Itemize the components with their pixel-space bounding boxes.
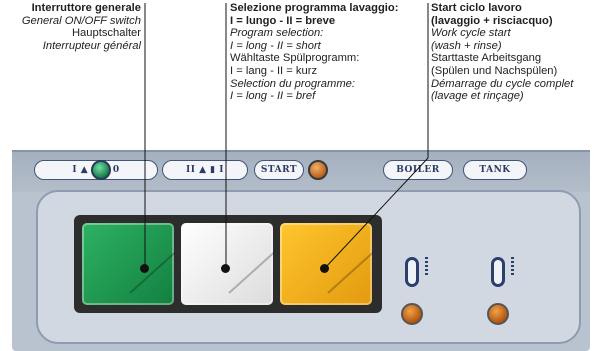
main-switch-de: Hauptschalter	[71, 27, 141, 40]
start-cycle-label: Start ciclo lavoro (lavaggio + risciacqu…	[431, 2, 598, 103]
start-title: Start ciclo lavoro	[431, 2, 522, 14]
boiler-temp-knob[interactable]	[401, 303, 423, 325]
main-switch-label: Interruttore generale General ON/OFF swi…	[0, 2, 141, 52]
program-de-values: I = lang - II = kurz	[230, 64, 318, 77]
power-led-icon	[91, 160, 111, 180]
main-switch-button[interactable]	[82, 223, 174, 305]
start-en-sub: (wash + rinse)	[431, 39, 502, 52]
boiler-indicator: BOILER	[383, 160, 453, 180]
program-indicator: II ▲ ▮ I	[162, 160, 248, 180]
program-title: Selezione programma lavaggio:	[230, 2, 399, 14]
program-fr-values: I = long - II = bref	[230, 90, 316, 103]
program-marker	[221, 264, 230, 273]
start-marker	[320, 264, 329, 273]
tank-indicator: TANK	[463, 160, 527, 180]
start-en-title: Work cycle start	[431, 27, 511, 40]
start-indicator: START	[254, 160, 304, 180]
program-en-title: Program selection:	[230, 27, 324, 40]
main-switch-en: General ON/OFF switch	[21, 14, 141, 27]
main-switch-title: Interruttore generale	[31, 2, 141, 14]
tank-scale-icon	[511, 257, 514, 275]
tank-temp-knob[interactable]	[487, 303, 509, 325]
start-de-title: Starttaste Arbeitsgang	[431, 52, 542, 65]
main-switch-fr: Interrupteur général	[42, 39, 141, 52]
start-de-sub: (Spülen und Nachspülen)	[431, 64, 558, 77]
program-fr-title: Selection du programme:	[230, 77, 355, 90]
boiler-thermometer-icon	[405, 257, 419, 287]
start-subtitle: (lavaggio + risciacquo)	[431, 14, 553, 27]
program-subtitle: I = lungo - II = breve	[230, 14, 336, 27]
start-fr-sub: (lavage et rinçage)	[431, 90, 524, 103]
boiler-scale-icon	[425, 257, 428, 275]
main-switch-marker	[140, 264, 149, 273]
tank-thermometer-icon	[491, 257, 505, 287]
program-selection-label: Selezione programma lavaggio: I = lungo …	[230, 2, 430, 103]
program-en-values: I = long - II = short	[230, 39, 321, 52]
start-fr-title: Démarrage du cycle complet	[431, 77, 574, 90]
program-de-title: Wähltaste Spülprogramm:	[230, 52, 360, 65]
start-led-icon	[308, 160, 328, 180]
